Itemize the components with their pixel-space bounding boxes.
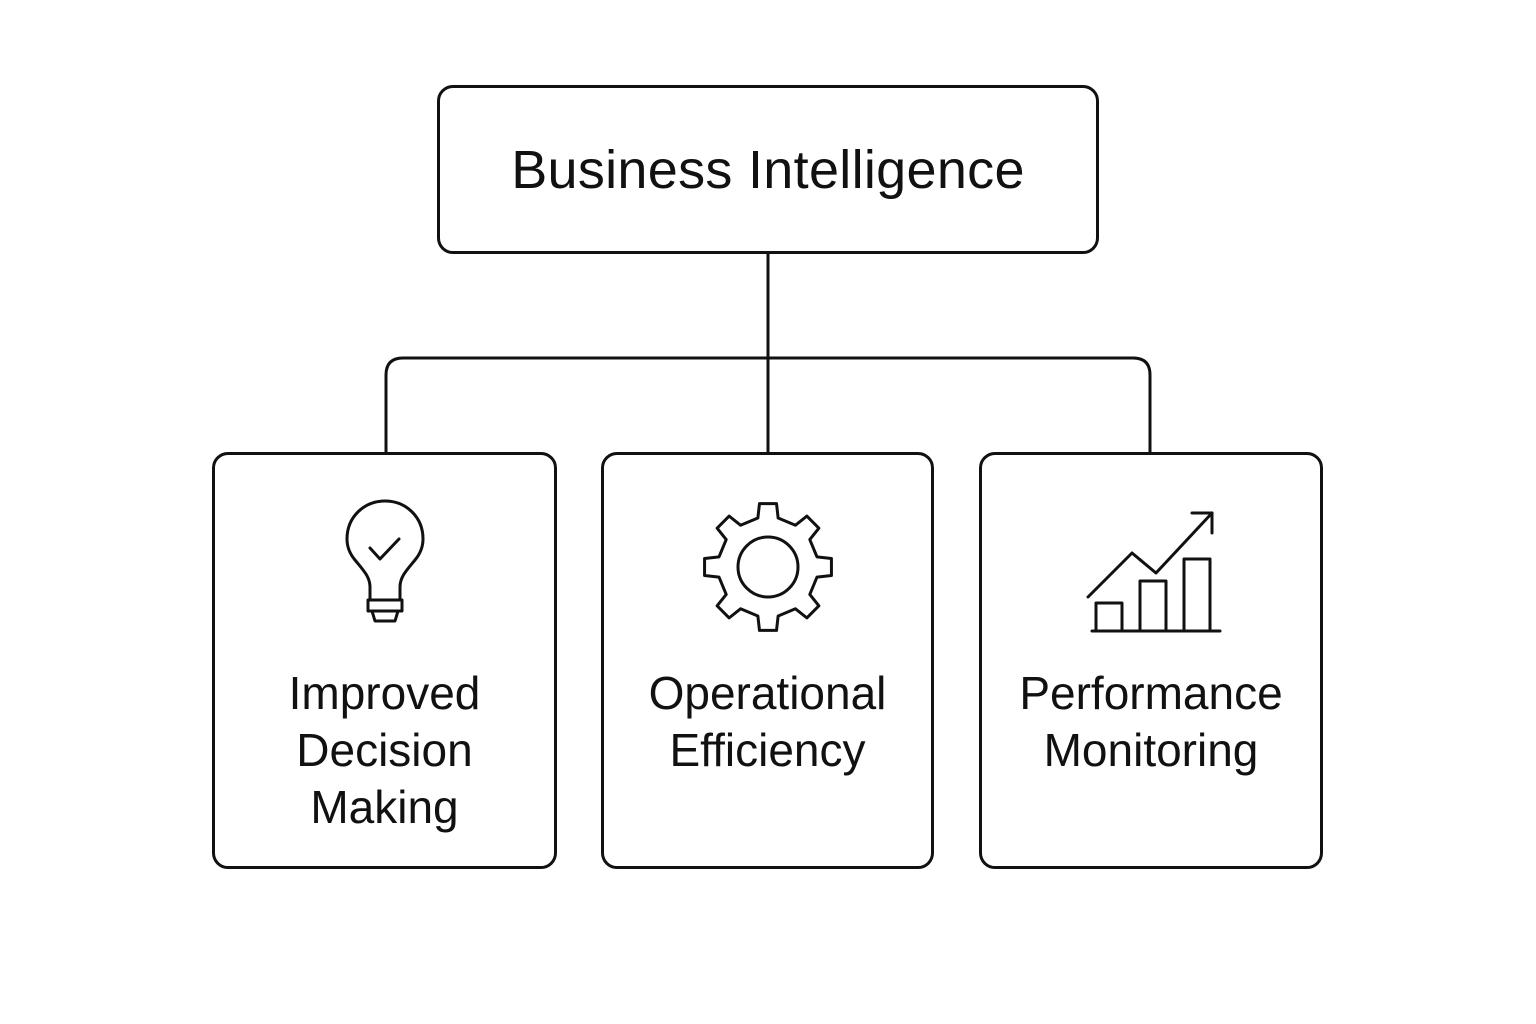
bar-chart-trend-icon bbox=[1086, 511, 1222, 633]
child-node-operational-efficiency: Operational Efficiency bbox=[601, 452, 934, 869]
label-line: Making bbox=[310, 781, 459, 833]
child-node-improved-decision-making: Improved Decision Making bbox=[212, 452, 557, 869]
label-line: Efficiency bbox=[669, 724, 866, 776]
child-node-label: Performance Monitoring bbox=[982, 665, 1320, 779]
gear-outline bbox=[702, 502, 833, 632]
label-line: Improved bbox=[288, 667, 481, 719]
child-node-label: Operational Efficiency bbox=[604, 665, 931, 779]
gear-icon bbox=[702, 502, 833, 632]
child-node-performance-monitoring: Performance Monitoring bbox=[979, 452, 1323, 869]
connector-branch-left bbox=[384, 356, 768, 452]
label-line: Monitoring bbox=[1043, 724, 1259, 776]
connector-branch-right bbox=[768, 356, 1152, 452]
label-line: Decision bbox=[296, 724, 473, 776]
child-node-label: Improved Decision Making bbox=[215, 665, 554, 836]
label-line: Operational bbox=[648, 667, 887, 719]
label-line: Performance bbox=[1019, 667, 1283, 719]
root-node: Business Intelligence bbox=[437, 85, 1099, 254]
lightbulb-check-icon bbox=[345, 499, 424, 623]
root-node-label: Business Intelligence bbox=[511, 139, 1025, 200]
